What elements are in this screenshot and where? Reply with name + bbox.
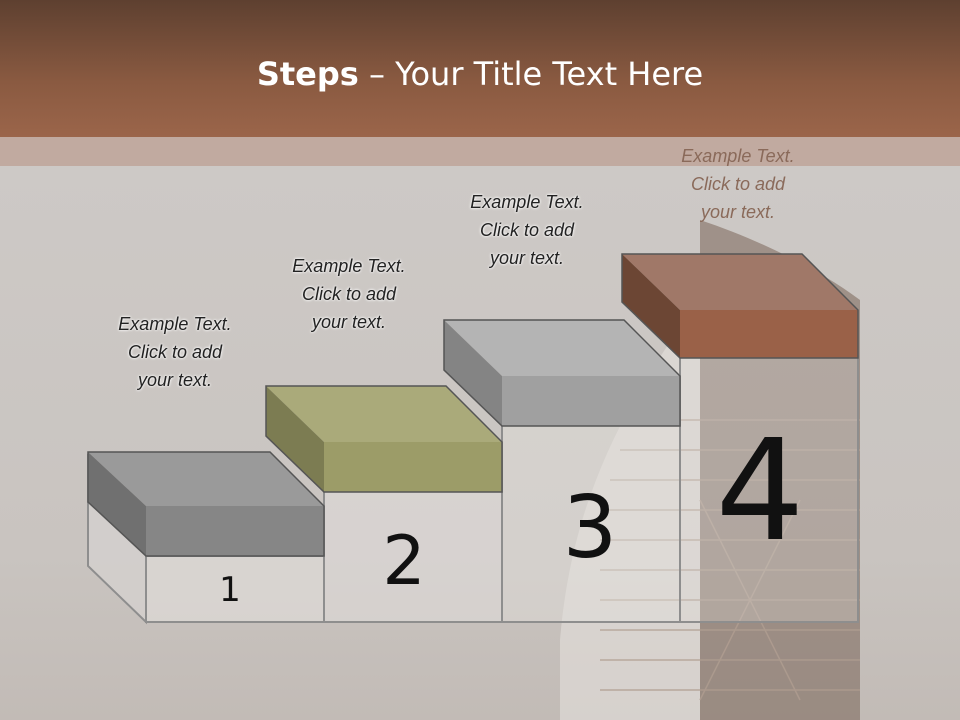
step-block-2	[266, 386, 502, 492]
block-outlines	[87, 253, 859, 557]
step-number-1: 1	[219, 570, 241, 610]
step-caption-4[interactable]: Example Text. Click to add your text.	[648, 142, 828, 226]
slide-title[interactable]: Steps – Your Title Text Here	[0, 55, 960, 93]
caption-line: Click to add	[690, 174, 786, 194]
caption-line: Example Text.	[470, 192, 584, 212]
caption-line: Example Text.	[118, 314, 232, 334]
step-block-4	[622, 254, 858, 358]
caption-line: Click to add	[127, 342, 223, 362]
caption-line: Click to add	[479, 220, 575, 240]
step-number-4: 4	[715, 410, 805, 573]
step-block-3	[444, 320, 680, 426]
caption-line: your text.	[700, 202, 776, 222]
caption-line: your text.	[137, 370, 213, 390]
step-caption-1[interactable]: Example Text. Click to add your text.	[85, 310, 265, 394]
step-block-1	[88, 452, 324, 556]
step-number-2: 2	[382, 522, 426, 601]
step-caption-2[interactable]: Example Text. Click to add your text.	[259, 252, 439, 336]
title-rest: – Your Title Text Here	[358, 55, 704, 93]
caption-line: your text.	[489, 248, 565, 268]
caption-line: Example Text.	[292, 256, 406, 276]
accent-band	[0, 137, 960, 166]
step-number-3: 3	[562, 478, 618, 578]
caption-line: your text.	[311, 312, 387, 332]
step-caption-3[interactable]: Example Text. Click to add your text.	[437, 188, 617, 272]
caption-line: Example Text.	[681, 146, 795, 166]
title-bar	[0, 0, 960, 137]
title-bold: Steps	[256, 55, 359, 93]
caption-line: Click to add	[301, 284, 397, 304]
